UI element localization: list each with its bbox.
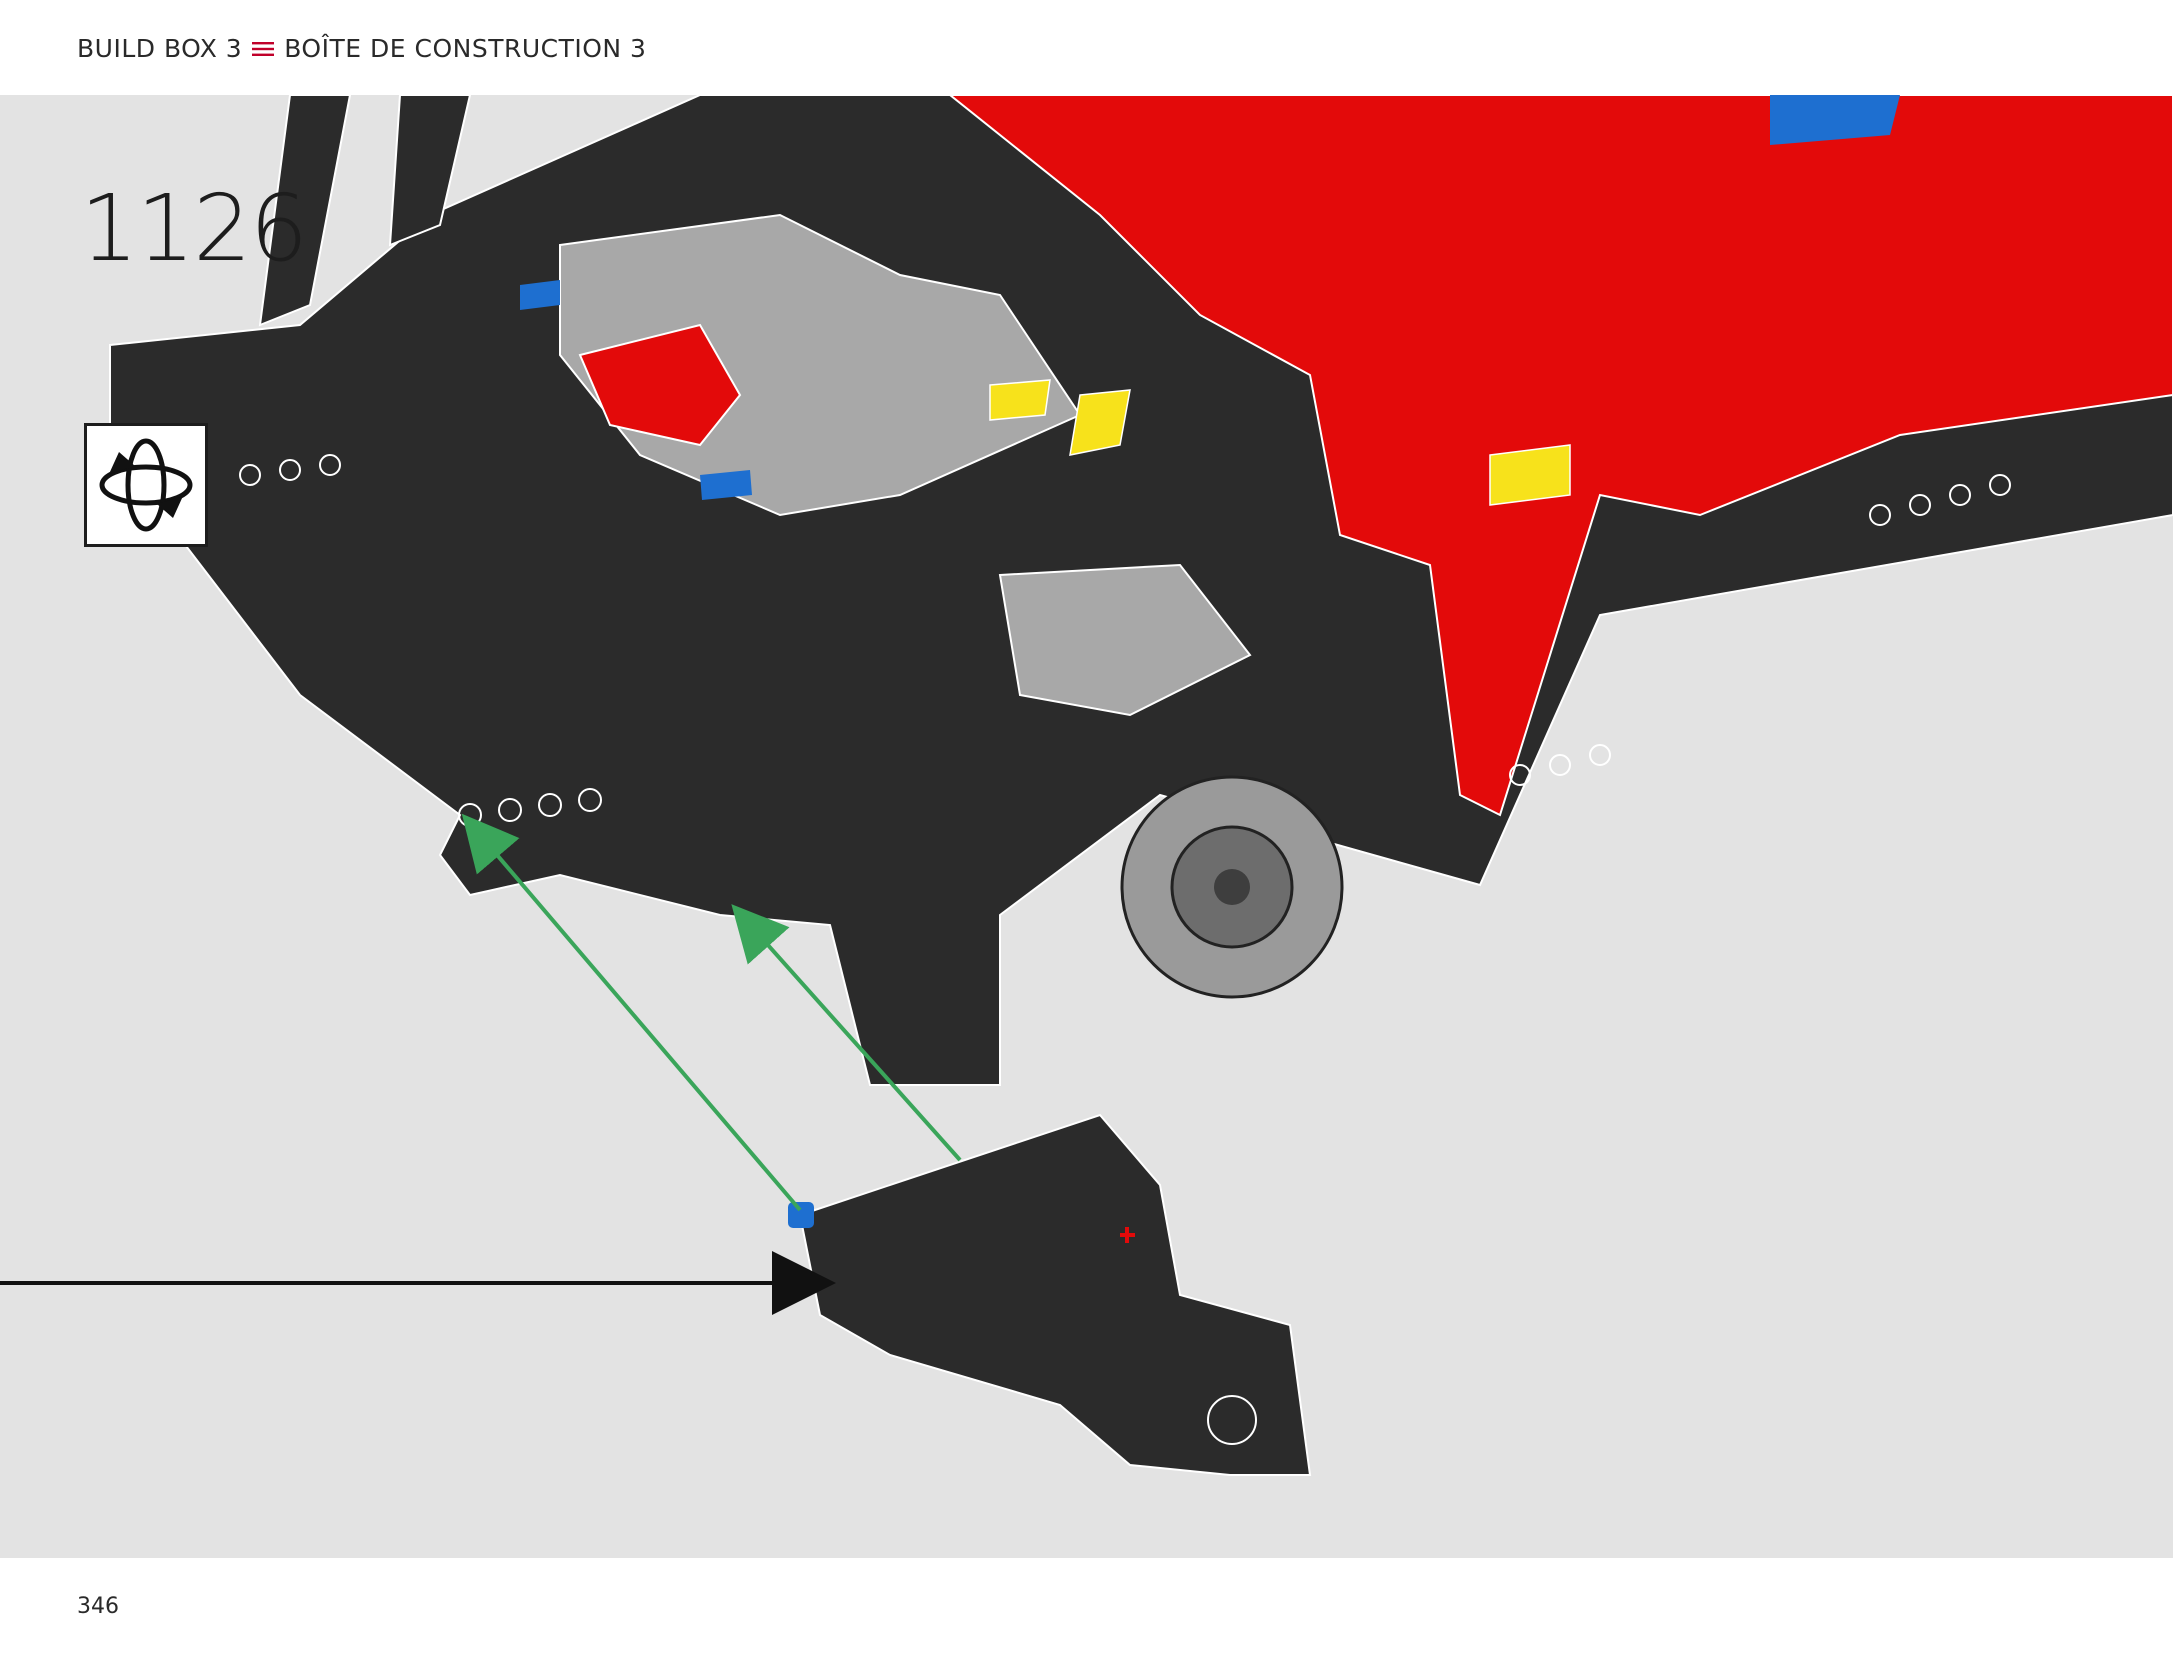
rotate-model-icon (84, 423, 208, 547)
build-box-label: BUILD BOX 3 (77, 34, 243, 63)
instruction-canvas: 1126 (0, 95, 2173, 1558)
header-title: BUILD BOX 3 BOÎTE DE CONSTRUCTION 3 (77, 34, 646, 63)
green-assembly-arrow-1 (461, 813, 802, 1212)
page-number: 346 (77, 1594, 119, 1619)
page-header: BUILD BOX 3 BOÎTE DE CONSTRUCTION 3 (0, 0, 2173, 95)
page-footer: 346 (0, 1558, 2173, 1654)
triple-line-icon (252, 34, 275, 63)
chassis-assembly (109, 95, 2173, 1086)
green-assembly-arrow-2 (731, 904, 962, 1162)
model-illustration (0, 95, 2173, 1476)
build-box-label-fr: BOÎTE DE CONSTRUCTION 3 (284, 34, 647, 63)
sub-assembly-part (788, 1113, 1312, 1476)
step-number: 1126 (80, 175, 308, 282)
